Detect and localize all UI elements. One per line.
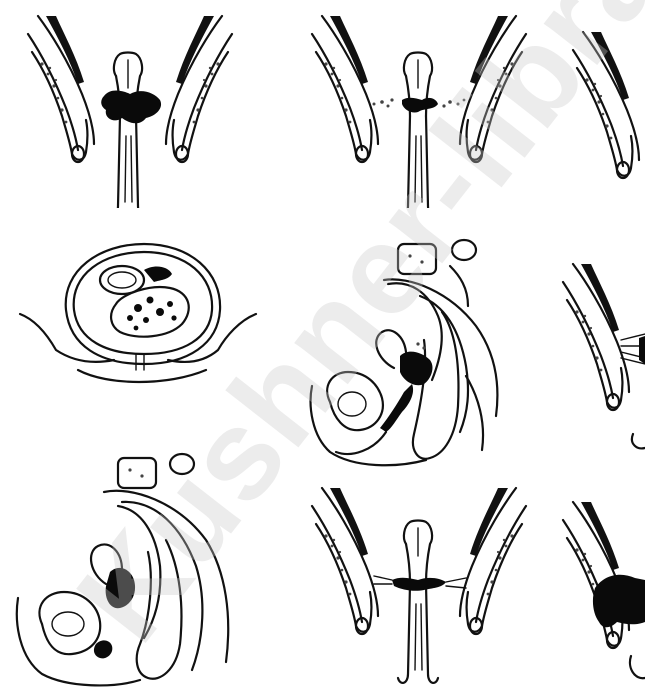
panel-r1c1-coronal-central-tumor xyxy=(10,8,250,208)
left-pelvic-wall xyxy=(563,264,629,410)
tumor-mass xyxy=(593,575,645,627)
panel-r2c2-sagittal-posterior-spread xyxy=(300,236,530,472)
tumor-mass xyxy=(106,568,135,608)
right-pelvic-wall xyxy=(460,488,526,634)
panel-r3c1-sagittal-anterior-spread xyxy=(10,448,250,688)
cervix xyxy=(398,53,438,209)
right-pelvic-wall xyxy=(166,16,232,162)
rectum xyxy=(413,312,459,459)
left-pelvic-wall xyxy=(28,16,94,162)
parametrial-strands xyxy=(621,334,645,364)
panel-r1c2-coronal-parametrial-spread xyxy=(300,8,540,208)
parametrial-infiltration xyxy=(373,98,466,113)
panel-r3c3-coronal-partial-massive xyxy=(555,496,645,688)
left-pelvic-wall xyxy=(312,16,378,162)
panel-r2c1-axial-section xyxy=(18,240,258,390)
parametrial-infiltration xyxy=(374,576,466,591)
tumor-infiltration xyxy=(127,297,177,331)
nodal-deposit xyxy=(94,640,112,658)
tumor-mass xyxy=(144,267,172,282)
panel-r2c3-coronal-partial-sidewall xyxy=(555,254,645,454)
panel-r3c2-coronal-sidewall-extension xyxy=(300,480,540,688)
bladder xyxy=(39,592,100,654)
tumor-mass xyxy=(101,91,161,124)
panel-r1c3-coronal-partial xyxy=(565,8,645,208)
cervix xyxy=(398,521,438,683)
pelvic-outline xyxy=(74,252,212,354)
right-pelvic-wall xyxy=(460,16,526,162)
bladder xyxy=(327,372,383,430)
left-pelvic-wall xyxy=(312,488,378,634)
sacrum xyxy=(104,454,228,670)
cervix xyxy=(108,53,148,209)
left-pelvic-wall xyxy=(573,32,639,178)
tumor-mass xyxy=(380,342,432,432)
